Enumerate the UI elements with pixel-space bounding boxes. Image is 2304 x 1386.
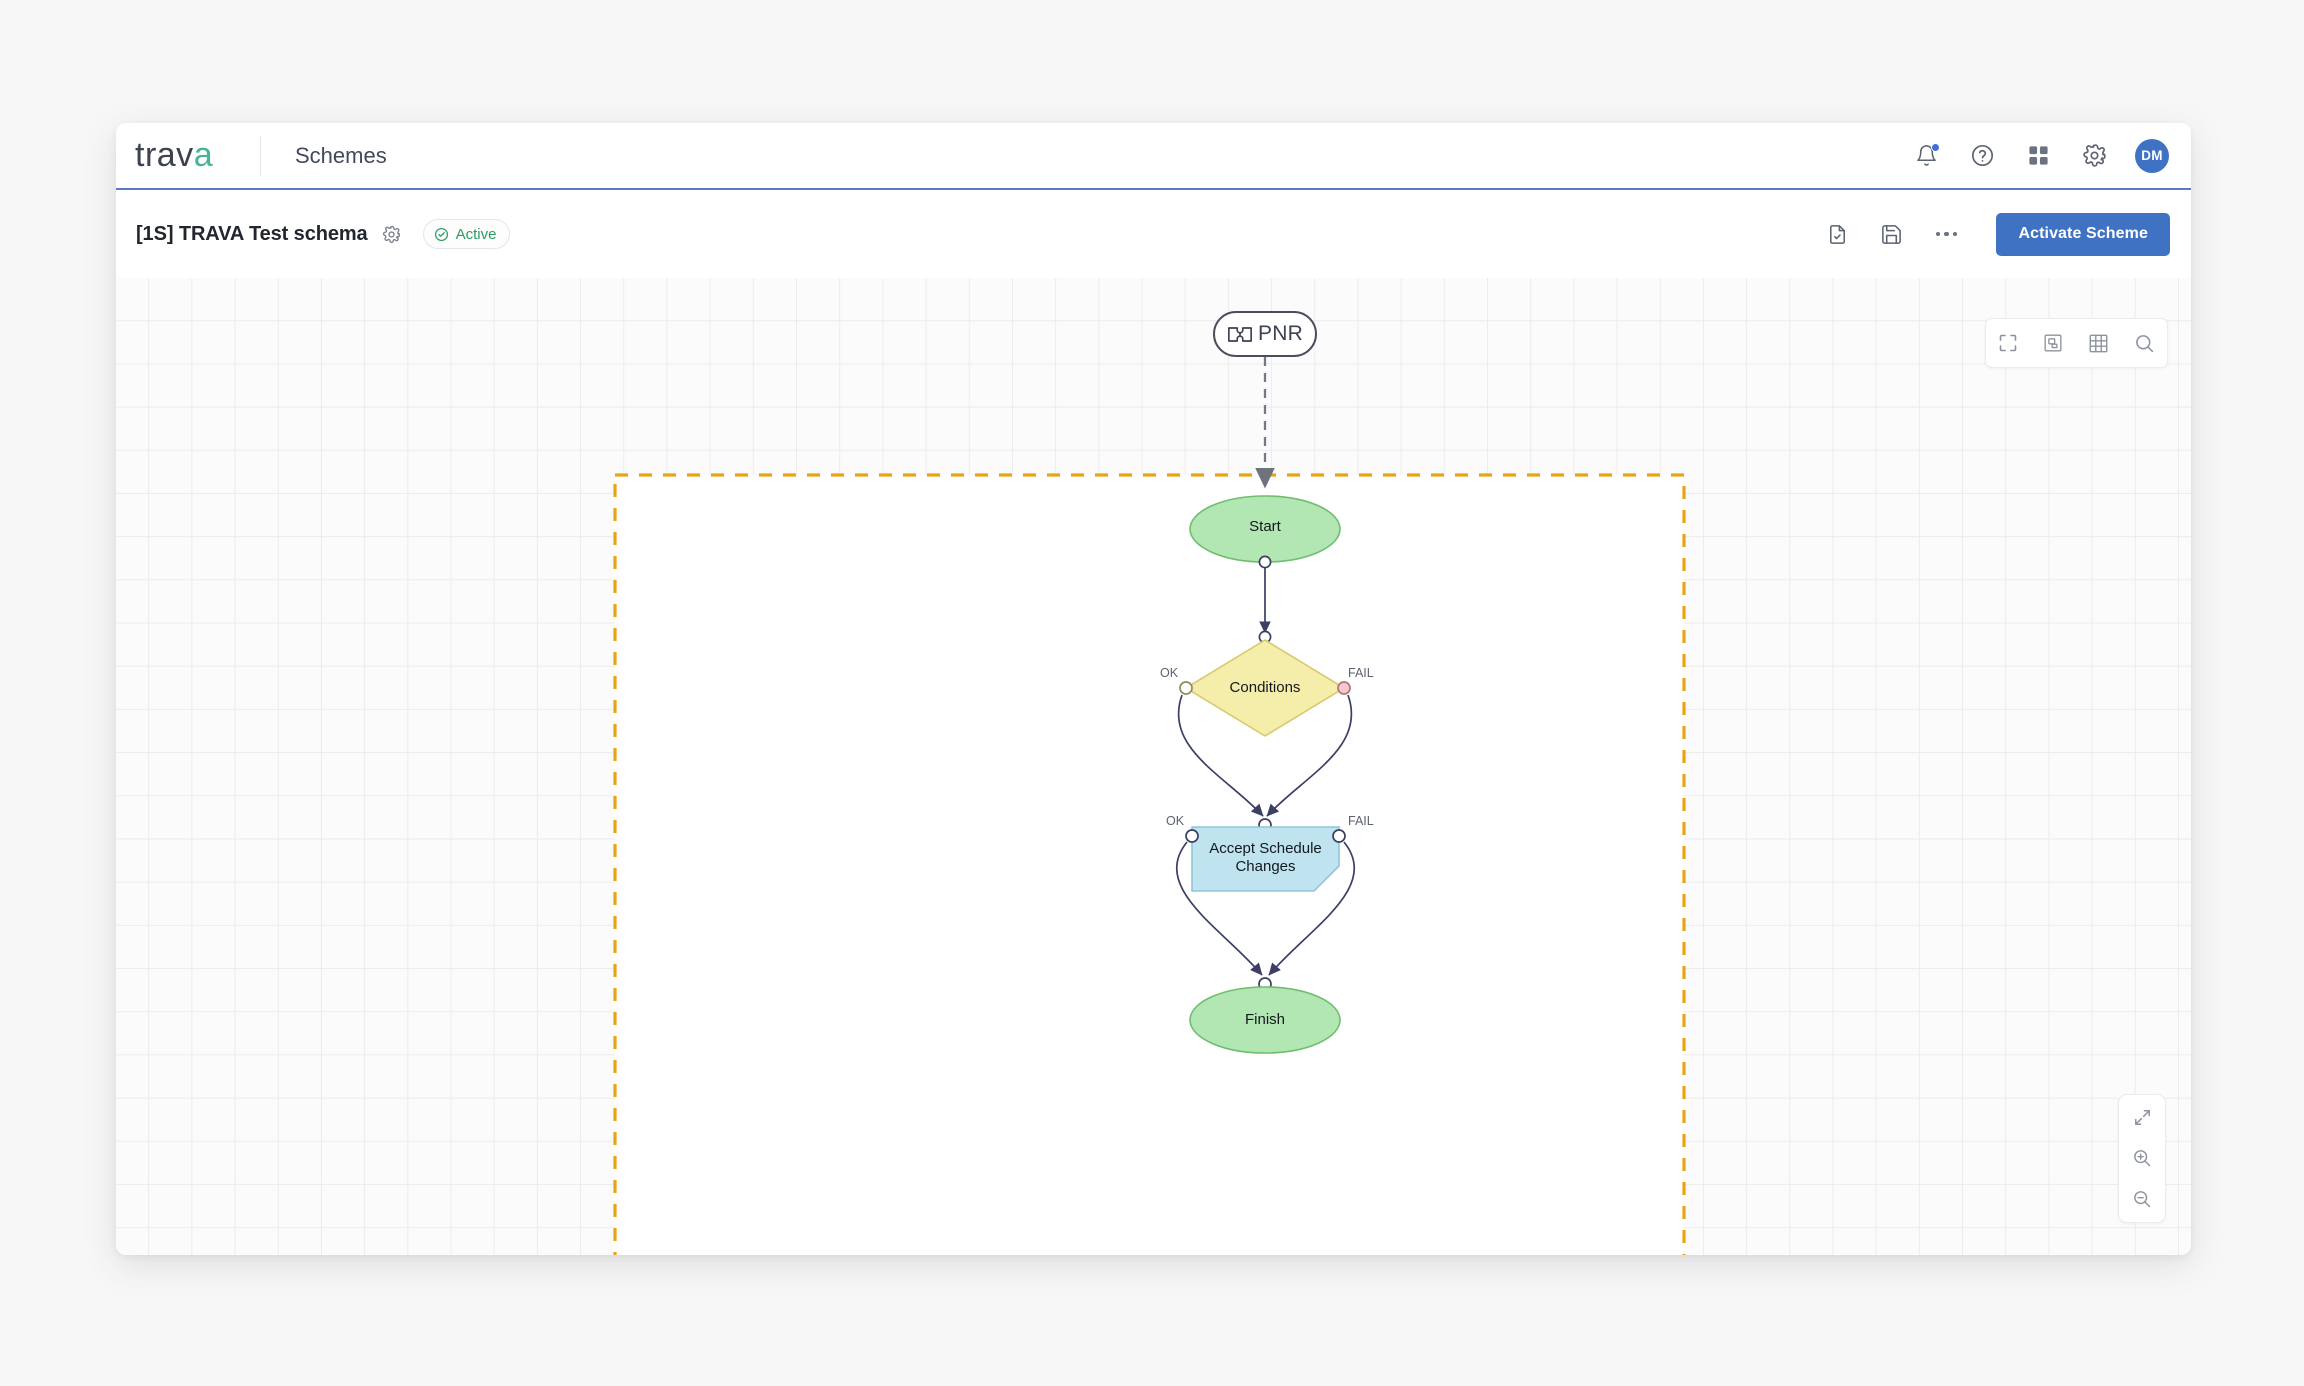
pnr-label: PNR <box>1258 322 1303 345</box>
zoom-controls <box>2118 1094 2166 1223</box>
port-start-out <box>1258 555 1272 569</box>
status-badge-label: Active <box>455 225 497 243</box>
header-actions: DM <box>1911 138 2169 173</box>
minimap-icon[interactable] <box>2043 333 2063 353</box>
notifications-icon[interactable] <box>1911 141 1941 171</box>
ticket-icon <box>1228 326 1252 342</box>
export-document-check-icon[interactable] <box>1826 223 1849 246</box>
scheme-toolbar: [1S] TRAVA Test schema Active <box>116 190 2191 278</box>
status-badge: Active <box>422 219 511 249</box>
activate-scheme-button[interactable]: Activate Scheme <box>1996 212 2170 256</box>
toolbar-actions: Activate Scheme <box>1826 212 2170 256</box>
edge-conditions-ok-accept <box>1177 694 1264 817</box>
help-icon[interactable] <box>1967 141 1997 171</box>
brand-logo-accent: a <box>193 136 214 174</box>
diagram-svg <box>613 357 1686 1255</box>
edge-accept-ok-finish <box>1175 841 1263 976</box>
port-accept-ok <box>1185 829 1199 843</box>
expand-icon[interactable] <box>2133 1108 2152 1127</box>
check-circle-icon <box>434 227 448 241</box>
page-title: Schemes <box>295 142 387 168</box>
canvas-tools <box>1985 318 2168 368</box>
scheme-settings-gear-icon[interactable] <box>382 225 401 244</box>
scheme-region <box>613 473 1686 1255</box>
node-conditions <box>1184 639 1346 737</box>
notification-badge <box>1931 142 1940 152</box>
grid-icon[interactable] <box>2088 333 2109 354</box>
save-floppy-icon[interactable] <box>1880 223 1903 246</box>
search-icon[interactable] <box>2134 333 2155 354</box>
port-conditions-fail <box>1337 681 1351 695</box>
zoom-out-icon[interactable] <box>2132 1189 2152 1209</box>
node-accept <box>1191 826 1340 892</box>
fit-screen-icon[interactable] <box>1998 333 2018 353</box>
diagram-canvas[interactable]: Start Conditions Accept Schedule Changes… <box>116 278 2191 1255</box>
node-finish <box>1189 986 1341 1054</box>
scheme-title: [1S] TRAVA Test schema <box>136 222 368 245</box>
apps-icon[interactable] <box>2023 141 2053 171</box>
avatar[interactable]: DM <box>2135 138 2169 173</box>
node-start <box>1189 495 1341 563</box>
port-accept-fail <box>1332 829 1346 843</box>
dot <box>1935 231 1941 237</box>
pnr-chip[interactable]: PNR <box>1213 311 1317 357</box>
dot <box>1952 231 1958 237</box>
brand-logo-text: trav <box>135 136 194 174</box>
edge-conditions-fail-accept <box>1266 694 1353 817</box>
port-conditions-ok <box>1179 681 1193 695</box>
dot <box>1944 231 1949 237</box>
header-divider <box>260 135 261 176</box>
edge-accept-fail-finish <box>1268 841 1356 976</box>
settings-icon[interactable] <box>2079 141 2109 171</box>
more-options-ellipsis-icon[interactable] <box>1934 226 1960 243</box>
zoom-in-icon[interactable] <box>2132 1148 2152 1168</box>
